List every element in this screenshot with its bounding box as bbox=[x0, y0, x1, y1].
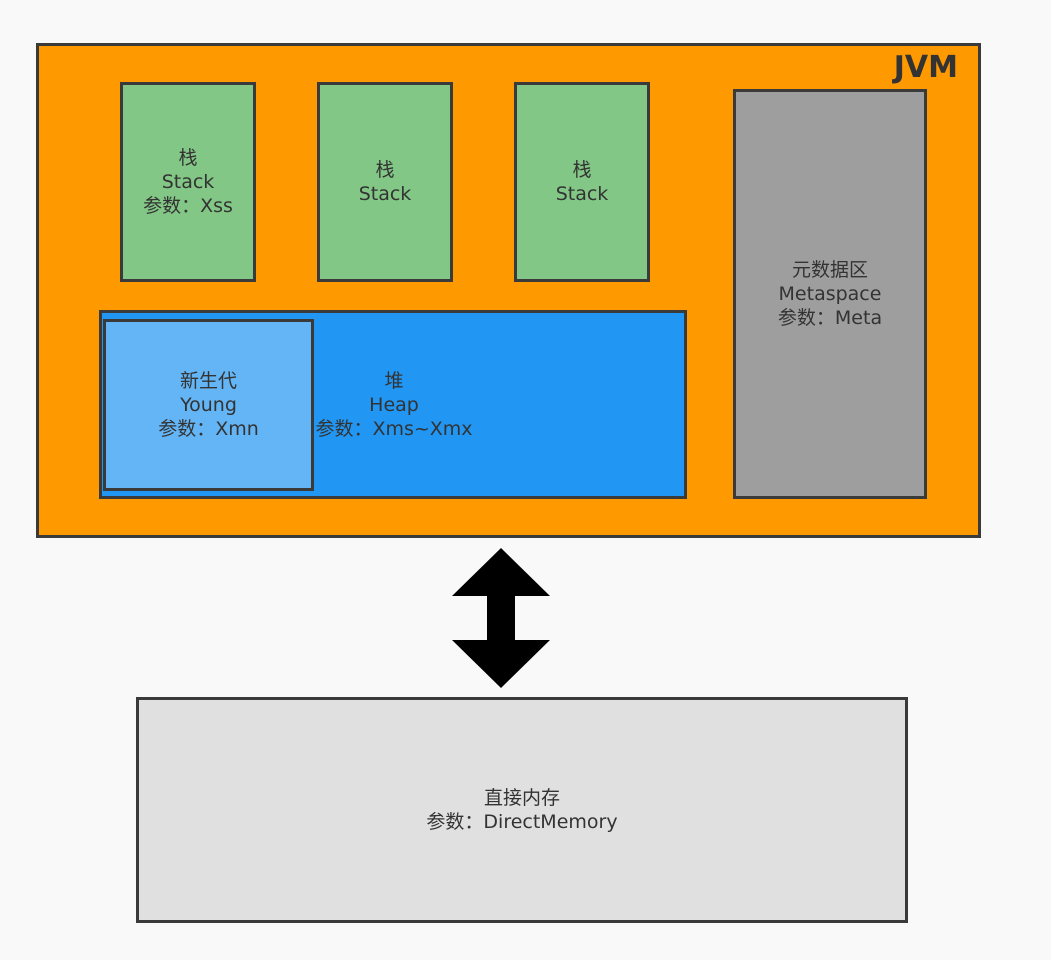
jvm-title: JVM bbox=[893, 50, 958, 85]
stack-box-1: 栈 Stack 参数：Xss bbox=[120, 82, 256, 282]
metaspace-label: 元数据区 Metaspace 参数：Meta bbox=[777, 259, 883, 329]
stack-box-3: 栈 Stack bbox=[514, 82, 650, 282]
direct-memory-label: 直接内存 参数：DirectMemory bbox=[426, 787, 618, 833]
double-headed-arrow-icon bbox=[452, 548, 550, 688]
direct-memory-box: 直接内存 参数：DirectMemory bbox=[136, 697, 908, 923]
arrow-shape bbox=[452, 548, 550, 688]
heap-label: 堆 Heap 参数：Xms~Xmx bbox=[315, 370, 473, 440]
young-generation-box: 新生代 Young 参数：Xmn bbox=[103, 319, 314, 491]
stack-label-1: 栈 Stack 参数：Xss bbox=[143, 147, 233, 217]
stack-label-2: 栈 Stack bbox=[358, 159, 412, 205]
stack-label-3: 栈 Stack bbox=[555, 159, 609, 205]
stack-box-2: 栈 Stack bbox=[317, 82, 453, 282]
young-generation-label: 新生代 Young 参数：Xmn bbox=[158, 370, 259, 440]
metaspace-box: 元数据区 Metaspace 参数：Meta bbox=[733, 89, 927, 499]
